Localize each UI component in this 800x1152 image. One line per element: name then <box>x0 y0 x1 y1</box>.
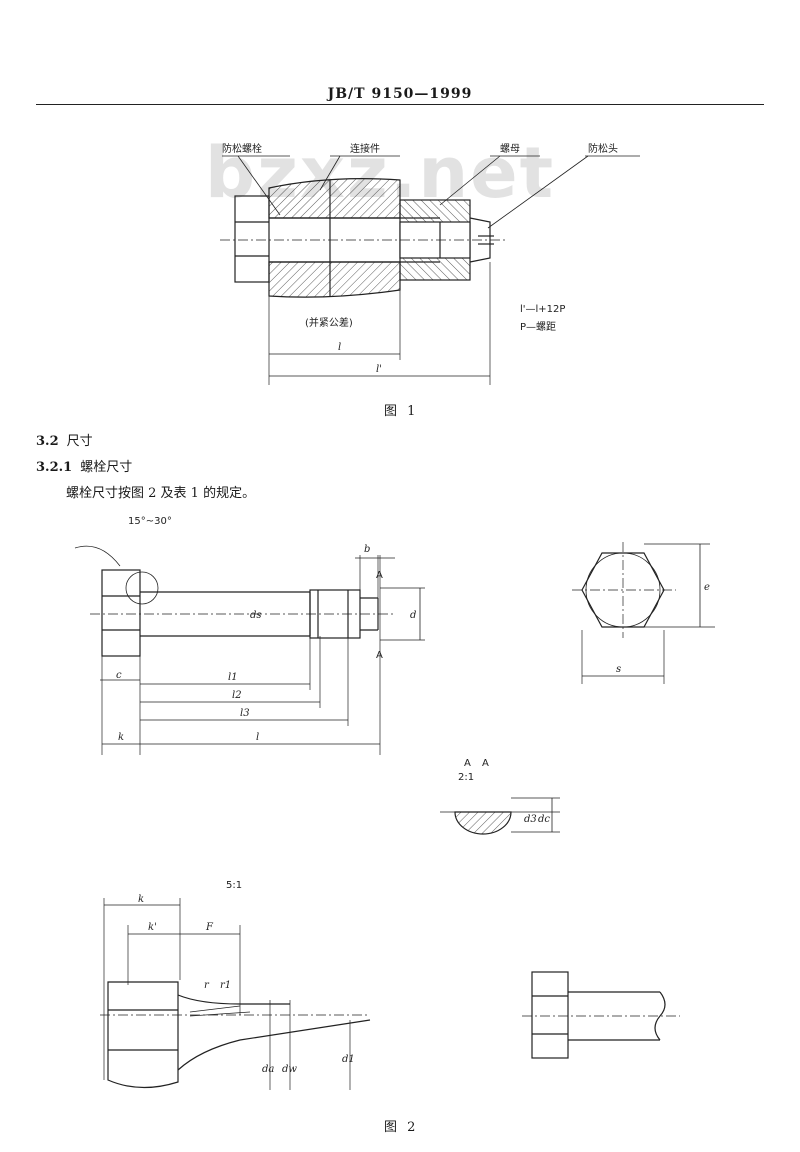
label-d1: d1 <box>342 1054 355 1065</box>
body-paragraph: 螺栓尺寸按图 2 及表 1 的规定。 <box>66 486 256 501</box>
label-section-bottom: A <box>482 758 489 769</box>
connected-part-top <box>268 178 401 219</box>
figure-1-caption: 图 1 <box>384 404 419 419</box>
label-da: da <box>262 1064 274 1075</box>
label-section-top: A <box>464 758 471 769</box>
label-anti-loose-bolt: 防松螺栓 <box>222 142 262 155</box>
fig2-bolt-head <box>101 569 141 657</box>
label-e: e <box>704 582 710 593</box>
label-A-bottom: A <box>376 650 383 661</box>
label-dc: dc <box>538 814 550 825</box>
dim-l: l <box>338 342 341 353</box>
label-dw: dw <box>282 1064 297 1075</box>
label-l1: l1 <box>228 672 238 683</box>
label-ds: ds <box>250 610 262 621</box>
page-header-title: JB/T 9150—1999 <box>327 86 473 102</box>
section-3-2-1-title: 螺栓尺寸 <box>80 460 133 475</box>
label-F: F <box>205 922 214 933</box>
label-k-detail: k <box>138 894 144 905</box>
dim-l-prime: l' <box>376 364 382 375</box>
section-3-2-1-number: 3.2.1 <box>36 460 73 475</box>
label-l: l <box>256 732 259 743</box>
label-k-prime: k' <box>148 922 157 933</box>
section-aa <box>454 811 512 835</box>
section-3-2: 3.2 尺寸 <box>36 430 93 449</box>
label-connected-part: 连接件 <box>350 142 380 155</box>
figure-2-caption: 图 2 <box>384 1120 419 1135</box>
label-r: r <box>204 980 210 991</box>
label-l3: l3 <box>240 708 250 719</box>
label-section-mid: 2:1 <box>458 772 474 783</box>
label-k: k <box>118 732 124 743</box>
label-b: b <box>364 544 370 555</box>
small-bolt-head <box>531 971 569 1059</box>
section-3-2-1: 3.2.1 螺栓尺寸 <box>36 456 132 475</box>
section-3-2-number: 3.2 <box>36 434 59 449</box>
label-s: s <box>616 664 621 675</box>
note-pitch: P—螺距 <box>520 321 556 333</box>
label-r1: r1 <box>220 980 231 991</box>
label-c: c <box>116 670 122 681</box>
label-angle: 15°~30° <box>128 516 172 527</box>
detail-circle <box>125 571 159 605</box>
label-tolerance: (并紧公差) <box>305 316 353 329</box>
label-l2: l2 <box>232 690 242 701</box>
label-A-top: A <box>376 570 383 581</box>
label-scale-detail: 5:1 <box>226 880 242 891</box>
label-d3: d3 <box>524 814 537 825</box>
label-anti-loose-head: 防松头 <box>588 142 618 155</box>
label-d: d <box>410 610 416 621</box>
note-formula: l'—l+12P <box>520 304 565 315</box>
bolt-head <box>234 195 270 283</box>
header-rule <box>36 104 764 105</box>
label-nut: 螺母 <box>500 143 520 155</box>
section-3-2-title: 尺寸 <box>66 434 93 449</box>
